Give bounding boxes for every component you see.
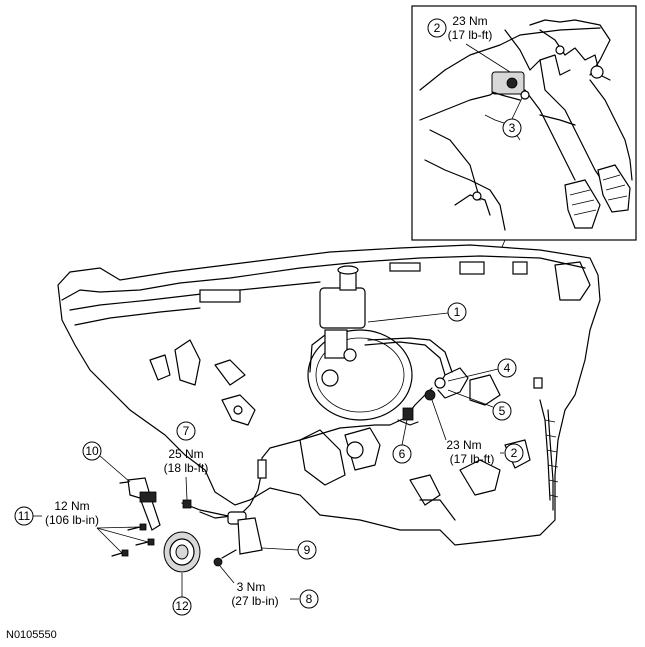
torque-11-nm: 12 Nm [54,499,89,513]
svg-text:8: 8 [306,592,313,606]
svg-text:11: 11 [18,509,31,523]
torque-inset-nm: 23 Nm [452,14,487,28]
nut-5 [424,389,436,401]
svg-text:2: 2 [511,446,518,460]
bolts-11 [111,523,155,557]
svg-text:6: 6 [399,447,406,461]
callout-2-inset: 2 [427,18,447,38]
svg-text:1: 1 [454,305,461,319]
callout-9: 9 [297,540,317,560]
torque-inset-lbft: (17 lb-ft) [448,28,493,42]
callout-5: 5 [492,401,512,421]
callout-7: 7 [176,421,196,441]
torque-8-nm: 3 Nm [237,580,266,594]
svg-text:4: 4 [504,361,511,375]
callout-2-main: 2 [504,443,524,463]
torque-7-lbft: (18 lb-ft) [164,461,209,475]
callout-11: 11 [14,506,34,526]
bracket-9 [237,517,263,555]
release-bearing-12 [163,531,201,573]
detail-inset [411,5,637,241]
callout-8: 8 [299,589,319,609]
callout-10: 10 [82,441,102,461]
bracket-6 [402,407,414,421]
callout-3: 3 [502,118,522,138]
callout-1: 1 [447,302,467,322]
clutch-hydraulic-line [181,337,453,525]
svg-text:5: 5 [499,404,506,418]
torque-8-lbft: (27 lb-in) [231,594,278,608]
slave-cylinder-tube-10 [119,477,161,531]
bolt-4 [434,377,446,389]
svg-text:3: 3 [509,121,516,135]
callout-4: 4 [497,358,517,378]
svg-text:12: 12 [175,599,189,613]
svg-text:9: 9 [304,543,311,557]
torque-7-nm: 25 Nm [168,447,203,461]
svg-text:10: 10 [85,444,99,458]
torque-11-lbft: (106 lb-in) [45,513,99,527]
torque-main2-lbft: (17 lb-ft) [450,452,495,466]
torque-main2-nm: 23 Nm [446,438,481,452]
callout-12: 12 [172,596,192,616]
callout-6: 6 [392,444,412,464]
figure-id: N0105550 [6,629,57,641]
svg-text:2: 2 [434,21,441,35]
svg-text:7: 7 [183,424,190,438]
brake-booster [307,265,413,421]
